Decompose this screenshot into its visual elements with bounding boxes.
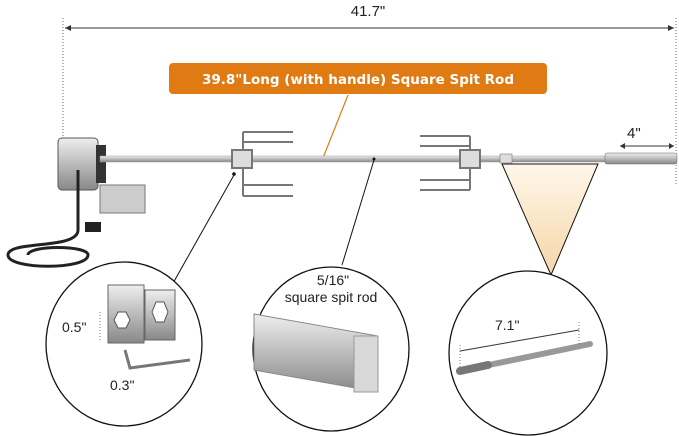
prong-thickness-label: 0.3": [110, 377, 134, 393]
rod-size-label: 5/16": [317, 272, 349, 288]
forks: [231, 131, 481, 197]
spit-rod: [99, 152, 678, 165]
rod-detail-circle: 5/16" square spit rod: [252, 266, 410, 432]
handle-detail-length-label: 7.1": [495, 317, 519, 333]
fork-detail-circle: 0.5" 0.3": [45, 261, 203, 427]
hex-size-label: 0.5": [62, 319, 86, 335]
callout-text: 39.8"Long (with handle) Square Spit Rod: [202, 72, 514, 88]
handle-length-label: 4": [627, 125, 641, 142]
handle-detail-circle: 7.1": [448, 270, 608, 436]
handle-dimension: 4": [620, 125, 674, 149]
rod-callout: 39.8"Long (with handle) Square Spit Rod: [169, 63, 547, 161]
callout-box: [169, 63, 547, 94]
rod-type-label: square spit rod: [285, 289, 378, 305]
motor-unit: [6, 137, 146, 268]
overall-dimension: 41.7": [62, 3, 677, 185]
overall-length-label: 41.7": [351, 3, 386, 20]
zoom-beam: [501, 163, 599, 277]
